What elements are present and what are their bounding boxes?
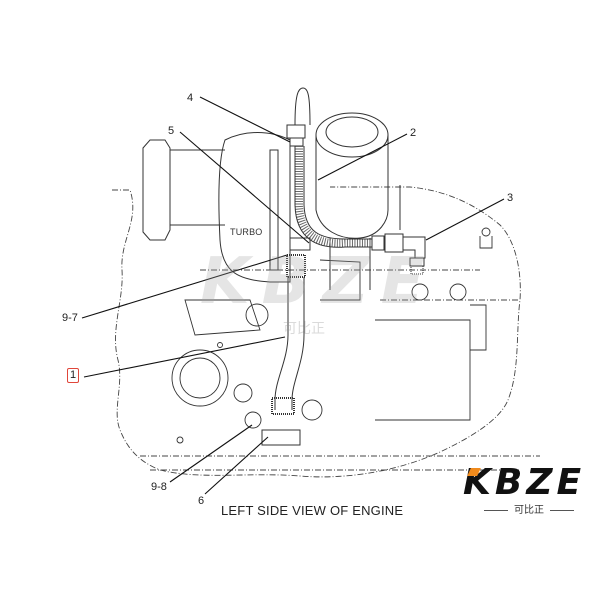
oil-drain-tube xyxy=(261,237,311,446)
diagram-caption: LEFT SIDE VIEW OF ENGINE xyxy=(221,503,404,518)
leader-lines xyxy=(81,96,505,495)
callout-9-8: 9-8 xyxy=(151,481,167,493)
brand-logo: KBZE 可比正 xyxy=(463,462,595,517)
engine-block-outline xyxy=(112,186,540,478)
turbo-label: TURBO xyxy=(230,227,263,237)
callout-5: 5 xyxy=(168,125,175,137)
block-details xyxy=(171,227,493,444)
callout-9-7: 9-7 xyxy=(62,312,78,324)
leader-4 xyxy=(199,96,291,143)
leader-2 xyxy=(317,133,408,181)
callout-4: 4 xyxy=(187,92,194,104)
leader-9-8 xyxy=(169,424,253,483)
leader-6 xyxy=(204,436,269,495)
callout-3: 3 xyxy=(507,192,514,204)
watermark-logo: KBZE xyxy=(200,245,437,319)
callout-1-highlighted[interactable]: 1 xyxy=(67,368,80,383)
callout-2: 2 xyxy=(410,127,417,139)
logo-text: KBZE xyxy=(463,462,586,503)
leader-5 xyxy=(179,131,310,244)
leader-1 xyxy=(83,336,286,378)
logo-subtext: 可比正 xyxy=(463,501,595,516)
callout-6: 6 xyxy=(198,495,205,507)
watermark-subtext: 可比正 xyxy=(283,320,325,336)
leader-9-7 xyxy=(81,254,288,319)
leader-3 xyxy=(425,198,505,241)
